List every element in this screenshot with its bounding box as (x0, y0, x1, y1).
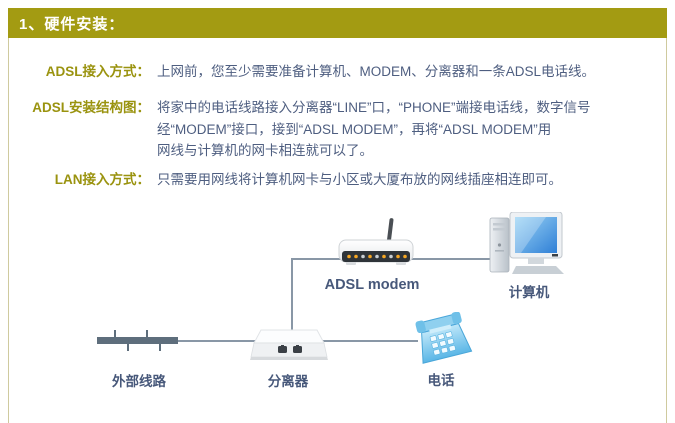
modem-label: ADSL modem (324, 277, 420, 293)
external-line-tick (127, 343, 129, 351)
instruction-row-adsl-structure: ADSL安装结构图： 将家中的电话线路接入分离器“LINE”口，“PHONE”端… (9, 97, 663, 162)
external-line-label: 外部线路 (112, 374, 166, 389)
row-text-lan-access: 只需要用网线将计算机网卡与小区或大厦布放的网线插座相连即可。 (157, 170, 663, 189)
phone-icon (415, 312, 473, 364)
computer-icon (489, 212, 564, 274)
external-line-icon (97, 337, 178, 344)
text-line: 经“MODEM”接口，接到“ADSL MODEM”，再将“ADSL MODEM”… (157, 121, 552, 137)
splitter-icon (250, 329, 328, 360)
row-label-adsl-structure: ADSL安装结构图： (32, 100, 150, 115)
text-line: 只需要用网线将计算机网卡与小区或大厦布放的网线插座相连即可。 (157, 172, 562, 187)
external-line-tick (146, 330, 148, 338)
text-line: 网线与计算机的网卡相连就可以了。 (157, 143, 373, 158)
left-border (8, 38, 9, 423)
adsl-modem-icon (338, 218, 414, 265)
page-title: 1、硬件安装： (19, 15, 125, 33)
phone-label: 电话 (427, 373, 455, 388)
external-line-tick (159, 343, 161, 351)
instruction-row-lan-access: LAN接入方式： 只需要用网线将计算机网卡与小区或大厦布放的网线插座相连即可。 (9, 170, 663, 189)
row-text-adsl-structure: 将家中的电话线路接入分离器“LINE”口，“PHONE”端接电话线，数字信号 经… (157, 97, 663, 162)
right-border (666, 38, 667, 423)
section-header: 1、硬件安装： (8, 8, 667, 38)
text-line: 将家中的电话线路接入分离器“LINE”口，“PHONE”端接电话线，数字信号 (157, 100, 591, 115)
computer-label: 计算机 (508, 285, 550, 300)
row-label-adsl-access: ADSL接入方式： (45, 64, 150, 79)
row-label-lan-access: LAN接入方式： (54, 172, 150, 187)
row-text-adsl-access: 上网前，您至少需要准备计算机、MODEM、分离器和一条ADSL电话线。 (157, 62, 663, 81)
external-line-tick (114, 330, 116, 338)
text-line: 上网前，您至少需要准备计算机、MODEM、分离器和一条ADSL电话线。 (157, 64, 596, 79)
wire-splitter-to-modem (291, 258, 293, 336)
splitter-label: 分离器 (267, 374, 309, 389)
instruction-row-adsl-access: ADSL接入方式： 上网前，您至少需要准备计算机、MODEM、分离器和一条ADS… (9, 62, 663, 81)
connection-diagram: ADSL modem 计算机 外部线路 分离器 电话 (0, 200, 675, 423)
